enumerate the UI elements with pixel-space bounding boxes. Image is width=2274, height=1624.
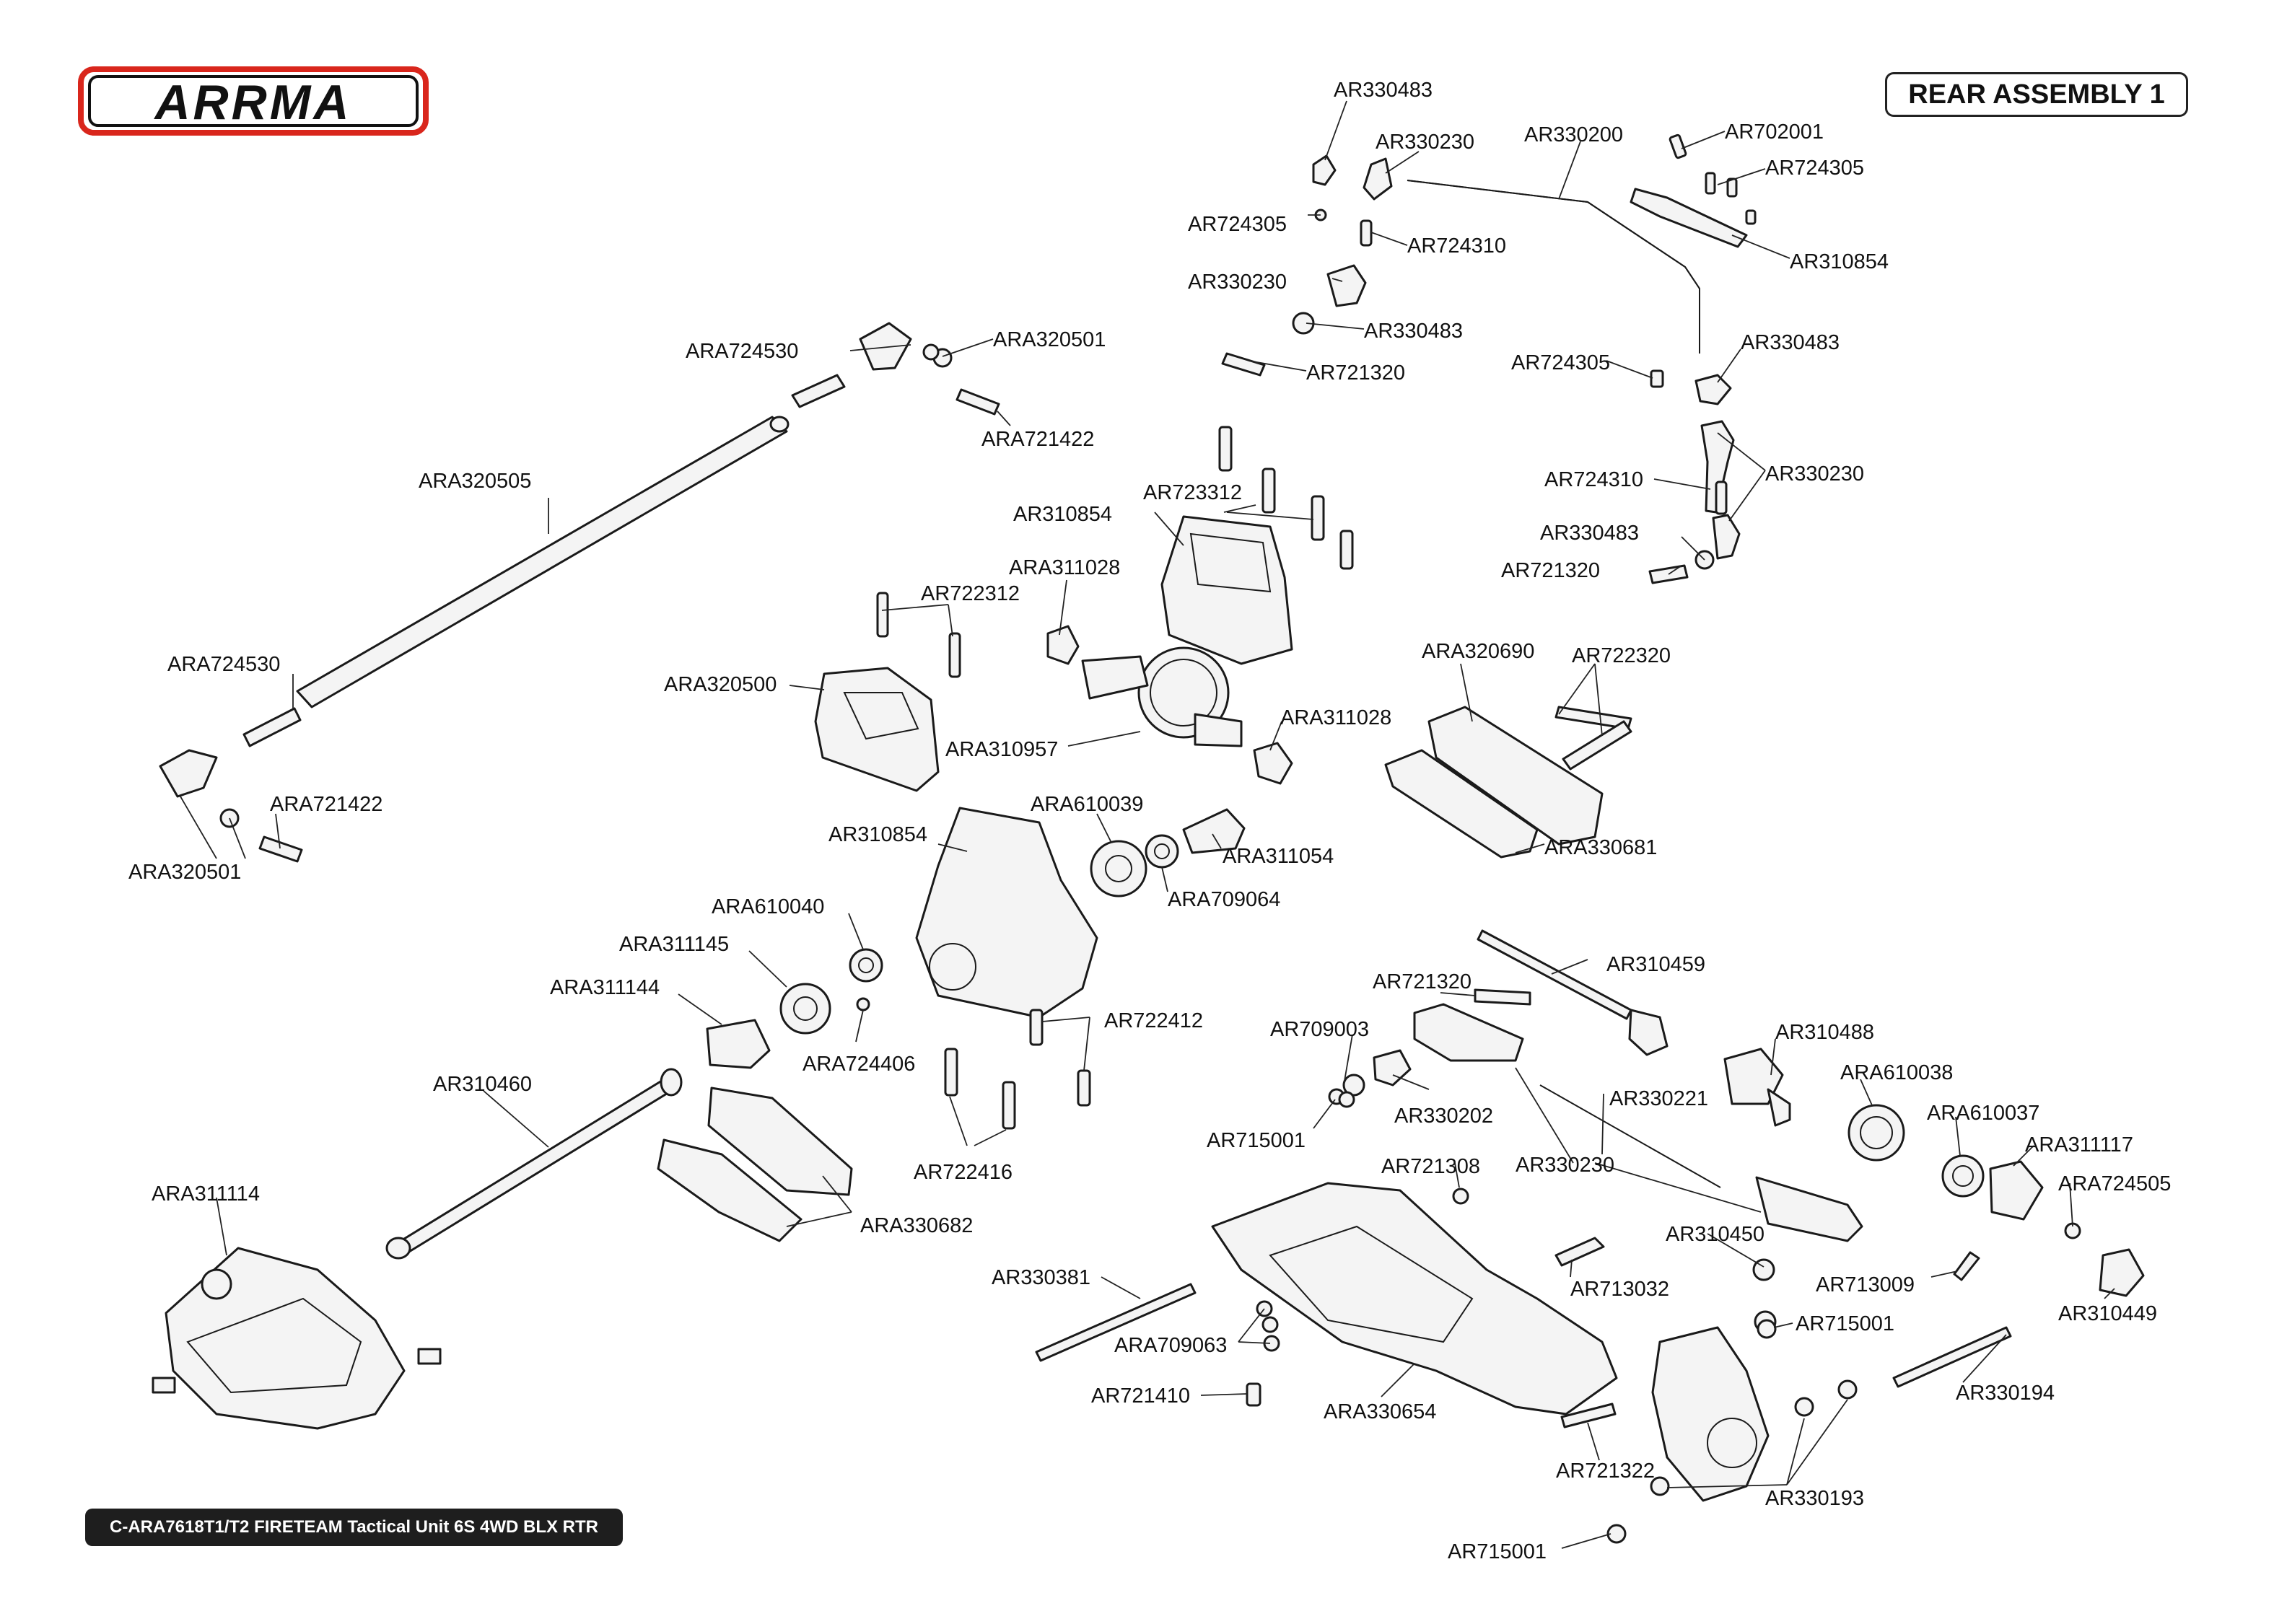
part-label: AR330230 bbox=[1376, 131, 1474, 154]
part-label: AR330202 bbox=[1394, 1105, 1493, 1128]
part-label: AR721320 bbox=[1501, 559, 1600, 582]
part-label: ARA330681 bbox=[1544, 836, 1657, 859]
part-label: ARA311114 bbox=[152, 1182, 260, 1206]
leader-lines bbox=[180, 100, 2115, 1549]
part-label: AR721308 bbox=[1381, 1155, 1480, 1178]
arrma-logo: ARRMA bbox=[78, 66, 429, 136]
part-label: AR724305 bbox=[1188, 213, 1287, 236]
model-name-bar: C-ARA7618T1/T2 FIRETEAM Tactical Unit 6S… bbox=[85, 1509, 623, 1546]
part-label: AR310459 bbox=[1606, 953, 1705, 976]
part-label: ARA320690 bbox=[1422, 640, 1534, 663]
part-label: AR713009 bbox=[1816, 1273, 1915, 1296]
part-label: AR721320 bbox=[1306, 361, 1405, 385]
page-title: REAR ASSEMBLY 1 bbox=[1885, 72, 2188, 117]
part-label: ARA724530 bbox=[686, 340, 798, 363]
part-label: AR721322 bbox=[1556, 1460, 1655, 1483]
part-label: AR722412 bbox=[1104, 1009, 1203, 1032]
part-label: AR330194 bbox=[1956, 1382, 2055, 1405]
part-label: AR330230 bbox=[1188, 271, 1287, 294]
part-label: AR330483 bbox=[1364, 320, 1463, 343]
part-label: AR310854 bbox=[828, 823, 927, 846]
part-labels: AR330483 AR330230 AR330200 AR702001 AR72… bbox=[128, 79, 2171, 1563]
part-label: AR330193 bbox=[1765, 1487, 1864, 1510]
part-label: AR715001 bbox=[1796, 1312, 1894, 1335]
part-label: AR310854 bbox=[1790, 250, 1889, 273]
part-label: AR715001 bbox=[1448, 1540, 1547, 1563]
part-label: ARA320501 bbox=[993, 328, 1106, 351]
part-label: AR724305 bbox=[1765, 157, 1864, 180]
part-label: ARA724406 bbox=[803, 1053, 915, 1076]
part-label: ARA610037 bbox=[1927, 1102, 2039, 1125]
part-label: AR330230 bbox=[1765, 462, 1864, 486]
part-label: ARA610038 bbox=[1840, 1061, 1953, 1084]
part-label: AR723312 bbox=[1143, 481, 1242, 504]
part-label: AR310449 bbox=[2058, 1302, 2157, 1325]
part-label: ARA310957 bbox=[945, 738, 1058, 761]
part-label: ARA610040 bbox=[712, 895, 824, 918]
part-label: AR721320 bbox=[1373, 970, 1471, 993]
logo-wordmark: ARRMA bbox=[153, 75, 351, 130]
part-label: AR715001 bbox=[1207, 1129, 1306, 1152]
part-label: AR722312 bbox=[921, 582, 1020, 605]
part-label: AR722320 bbox=[1572, 644, 1671, 667]
part-label: AR310854 bbox=[1013, 503, 1112, 526]
part-label: AR709003 bbox=[1270, 1018, 1369, 1041]
part-label: AR310460 bbox=[433, 1073, 532, 1096]
part-label: AR330483 bbox=[1540, 522, 1639, 545]
part-label: ARA320501 bbox=[128, 861, 241, 884]
part-label: ARA311054 bbox=[1223, 845, 1334, 868]
part-label: AR330483 bbox=[1741, 331, 1840, 354]
part-label: ARA724530 bbox=[167, 653, 280, 676]
part-label: ARA610039 bbox=[1031, 793, 1143, 816]
part-label: ARA311028 bbox=[1009, 556, 1120, 579]
part-label: AR722416 bbox=[914, 1161, 1013, 1184]
part-label: ARA330654 bbox=[1324, 1400, 1436, 1423]
part-label: AR330381 bbox=[992, 1266, 1090, 1289]
part-label: AR713032 bbox=[1570, 1278, 1669, 1301]
part-label: ARA311145 bbox=[619, 933, 729, 956]
part-label: AR310450 bbox=[1666, 1223, 1764, 1246]
part-label: AR724305 bbox=[1511, 351, 1610, 374]
part-label: ARA330682 bbox=[860, 1214, 973, 1237]
part-label: ARA311117 bbox=[2025, 1133, 2133, 1156]
part-label: AR724310 bbox=[1544, 468, 1643, 491]
part-label: ARA721422 bbox=[981, 428, 1094, 451]
part-label: ARA320505 bbox=[419, 470, 531, 493]
part-label: ARA721422 bbox=[270, 793, 382, 816]
part-label: AR721410 bbox=[1091, 1384, 1190, 1408]
part-label: AR702001 bbox=[1725, 120, 1824, 144]
part-label: AR330483 bbox=[1334, 79, 1433, 102]
part-label: AR330200 bbox=[1524, 123, 1623, 146]
part-label: ARA311144 bbox=[550, 976, 660, 999]
part-label: ARA709063 bbox=[1114, 1334, 1227, 1357]
part-label: ARA709064 bbox=[1168, 888, 1280, 911]
part-label: AR724310 bbox=[1407, 234, 1506, 258]
part-label: AR330221 bbox=[1609, 1087, 1708, 1110]
part-label: AR330230 bbox=[1516, 1154, 1614, 1177]
part-label: AR310488 bbox=[1775, 1021, 1874, 1044]
part-label: ARA320500 bbox=[664, 673, 777, 696]
part-label: ARA311028 bbox=[1280, 706, 1391, 729]
part-label: ARA724505 bbox=[2058, 1172, 2171, 1195]
